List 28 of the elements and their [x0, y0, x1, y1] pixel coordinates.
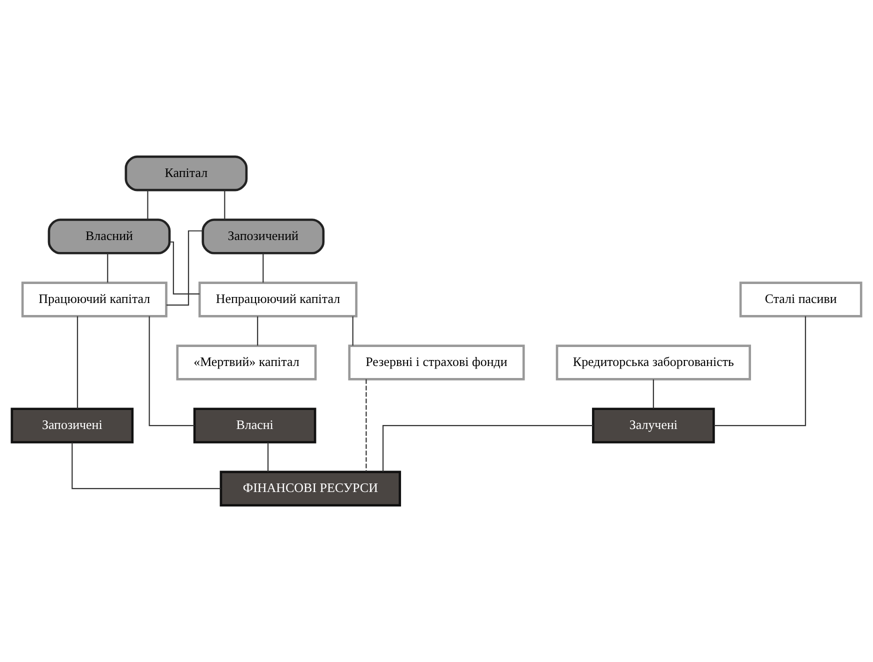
node-box: Запозичений — [202, 218, 325, 254]
connector — [352, 316, 354, 346]
connector — [262, 253, 264, 283]
connector — [76, 316, 78, 409]
connector — [267, 442, 269, 472]
connector — [366, 379, 367, 472]
connector — [257, 316, 258, 346]
node-box: Непрацюючий капітал — [198, 282, 358, 318]
node-box: Власні — [193, 408, 316, 444]
node-box: Запозичені — [10, 408, 134, 444]
connector — [224, 190, 226, 220]
node-box: Кредиторська заборгованість — [556, 344, 752, 380]
connector — [170, 241, 200, 294]
connector — [72, 442, 221, 490]
connector — [147, 190, 148, 220]
connector — [107, 253, 108, 283]
node-box: Власний — [48, 218, 171, 254]
node-box: ФІНАНСОВІ РЕСУРСИ — [220, 470, 402, 506]
node-box: Працюючий капітал — [21, 282, 168, 318]
node-box: Капітал — [124, 156, 248, 192]
node-box: Сталі пасиви — [739, 282, 862, 318]
connector — [652, 379, 654, 409]
connector — [714, 316, 806, 426]
node-box: Резервні і страхові фонди — [348, 344, 525, 380]
connector — [382, 425, 594, 472]
node-box: Залучені — [592, 408, 715, 444]
connector — [148, 316, 194, 426]
node-box: «Мертвий» капітал — [176, 344, 317, 380]
